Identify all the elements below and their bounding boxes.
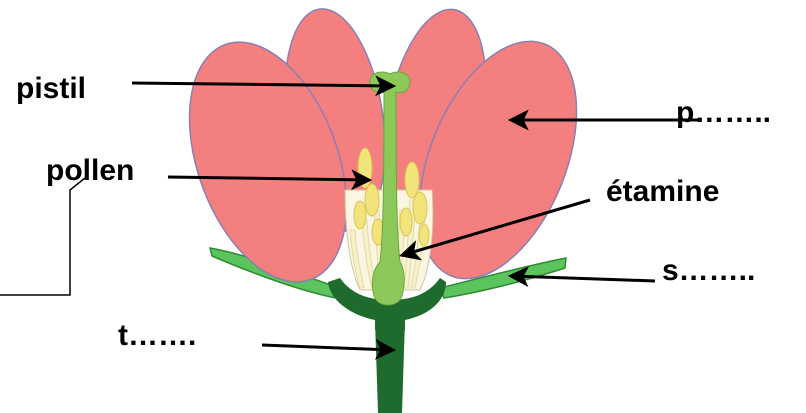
arrow-sepal bbox=[512, 276, 655, 281]
label-pollen: pollen bbox=[46, 156, 134, 186]
label-pistil: pistil bbox=[16, 74, 86, 104]
pollen-connector-line bbox=[0, 178, 85, 295]
stem bbox=[375, 320, 405, 413]
label-sepal-blank: s…….. bbox=[662, 256, 755, 286]
label-petal-blank: p…….. bbox=[676, 98, 771, 128]
label-stem-blank: t……. bbox=[118, 321, 196, 351]
arrow-stem bbox=[262, 345, 392, 350]
label-stamen: étamine bbox=[606, 177, 719, 207]
